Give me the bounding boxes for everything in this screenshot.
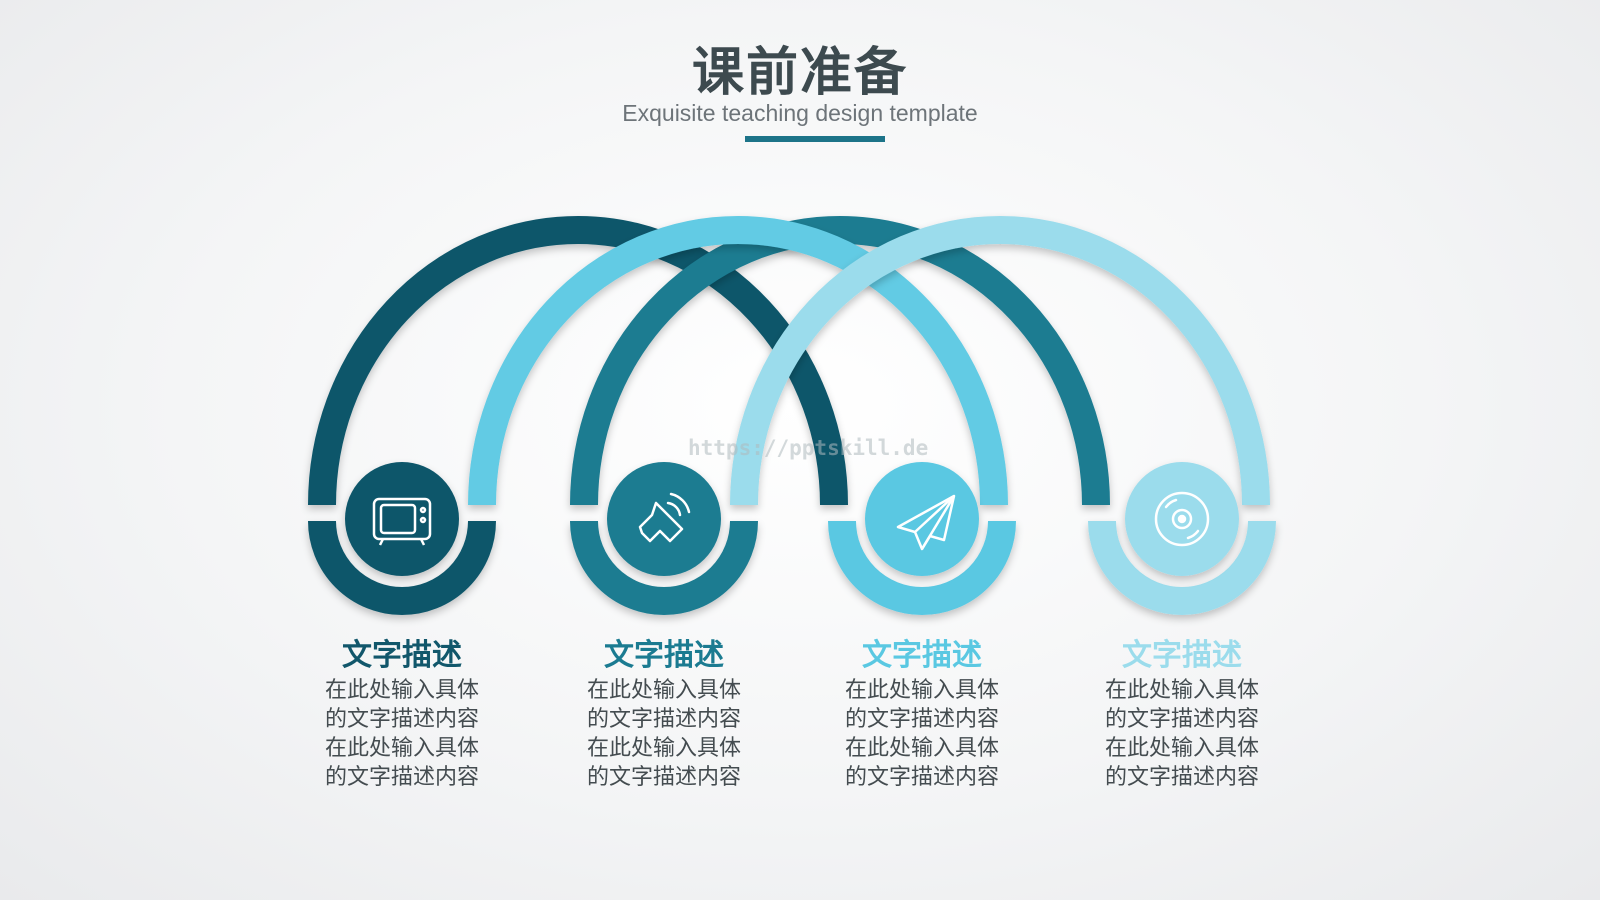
step-1-icon-circle	[345, 462, 459, 576]
step-1-desc-line: 的文字描述内容	[324, 707, 479, 732]
step-1-arch-top	[308, 216, 848, 506]
step-4-desc-line: 的文字描述内容	[1104, 765, 1259, 790]
step-3-desc: 在此处输入具体 的文字描述内容 在此处输入具体 的文字描述内容	[812, 676, 1032, 792]
disc-icon	[1154, 491, 1210, 547]
step-1-desc-line: 在此处输入具体	[324, 678, 479, 703]
step-2-icon-circle	[607, 462, 721, 576]
step-4-arch	[730, 216, 1276, 615]
step-2-desc-line: 的文字描述内容	[586, 707, 741, 732]
step-3-desc-line: 在此处输入具体	[844, 678, 999, 703]
step-3-desc-line: 的文字描述内容	[844, 765, 999, 790]
step-1-desc-line: 在此处输入具体	[324, 736, 479, 761]
tv-icon	[372, 497, 432, 546]
step-2-desc-line: 在此处输入具体	[586, 736, 741, 761]
step-3-arch	[468, 216, 1016, 615]
step-1-ring-bottom	[308, 520, 496, 615]
step-1-title: 文字描述	[342, 638, 462, 673]
step-3-desc-line: 在此处输入具体	[844, 736, 999, 761]
step-2-desc-line: 在此处输入具体	[586, 678, 741, 703]
step-2-desc-line: 的文字描述内容	[586, 765, 741, 790]
step-4-desc-line: 在此处输入具体	[1104, 678, 1259, 703]
watermark: https://pptskill.de	[688, 436, 929, 460]
step-4-arch-top	[730, 216, 1270, 506]
step-4-desc: 在此处输入具体 的文字描述内容 在此处输入具体 的文字描述内容	[1072, 676, 1292, 792]
step-4-title: 文字描述	[1122, 638, 1242, 673]
step-3-title: 文字描述	[862, 638, 982, 673]
step-2-arch	[570, 216, 1110, 615]
step-3-arch-top	[468, 216, 1008, 506]
page-title: 课前准备	[691, 43, 908, 103]
step-1-desc: 在此处输入具体 的文字描述内容 在此处输入具体 的文字描述内容	[292, 676, 512, 792]
step-2-title: 文字描述	[604, 638, 724, 673]
step-2-arch-top	[570, 216, 1110, 506]
speaker-icon	[638, 492, 691, 543]
title-underline	[745, 136, 885, 142]
paper-plane-icon	[896, 494, 956, 551]
step-3-ring-bottom	[828, 520, 1016, 615]
page-subtitle: Exquisite teaching design template	[622, 100, 978, 126]
step-2-desc: 在此处输入具体 的文字描述内容 在此处输入具体 的文字描述内容	[554, 676, 774, 792]
step-3-icon-circle	[865, 462, 979, 576]
step-1-arch	[308, 216, 848, 615]
step-2-ring-bottom	[570, 520, 758, 615]
step-4-ring-bottom	[1088, 520, 1276, 615]
step-1-desc-line: 的文字描述内容	[324, 765, 479, 790]
step-3-desc-line: 的文字描述内容	[844, 707, 999, 732]
step-4-desc-line: 的文字描述内容	[1104, 707, 1259, 732]
step-4-desc-line: 在此处输入具体	[1104, 736, 1259, 761]
